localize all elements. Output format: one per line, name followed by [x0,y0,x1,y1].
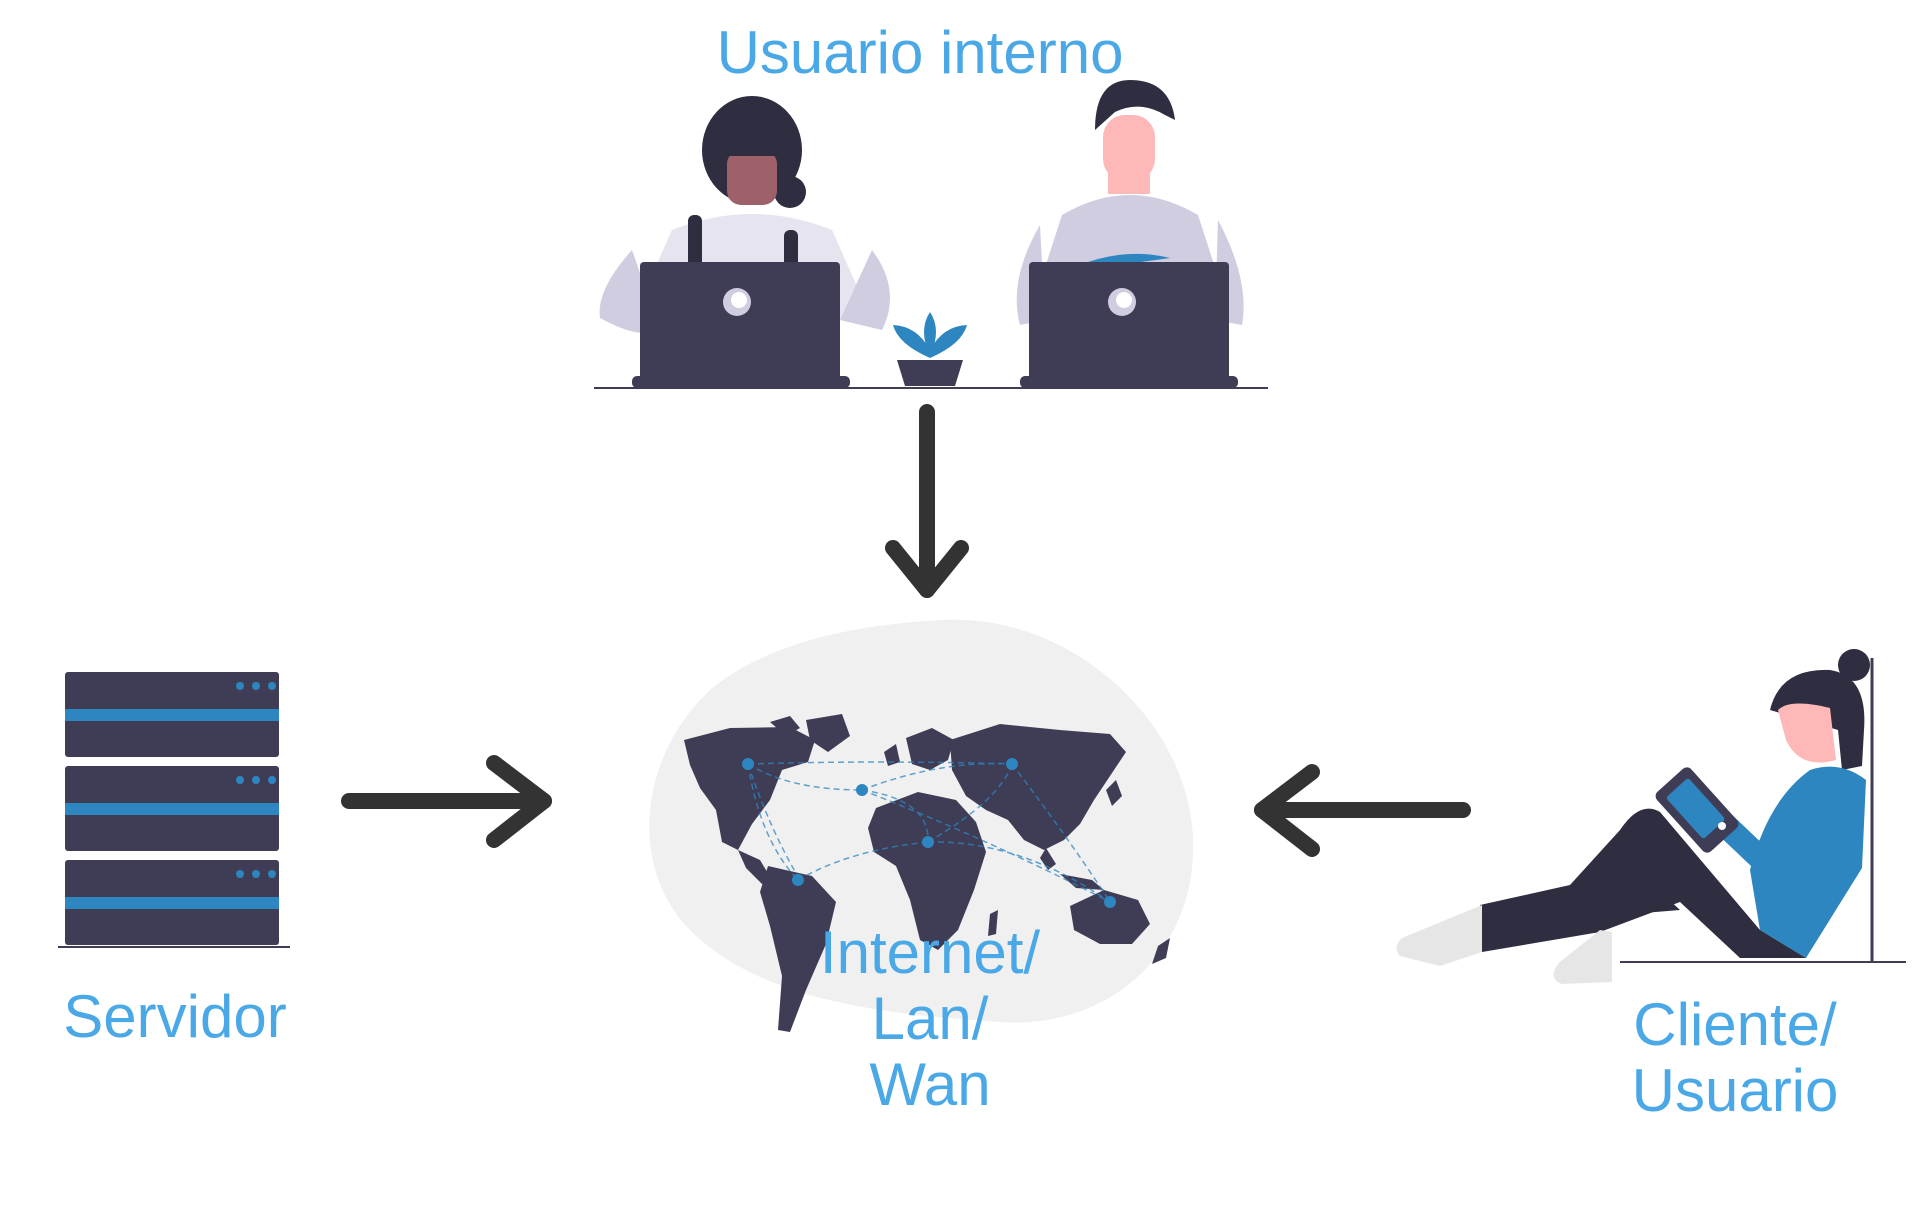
server-label: Servidor [63,983,287,1050]
network-label-line-1: Internet/ [819,919,1041,986]
client-illustration [1396,649,1906,984]
laptop-icon [640,262,840,382]
internal-users-illustration [594,80,1268,389]
network-nodes [742,758,1116,908]
arrow-down-icon [885,404,969,598]
network-label-line-2: Lan/ [871,985,989,1052]
network-links [747,761,1111,903]
client-label-line-1: Cliente/ [1633,991,1837,1058]
arrow-right-icon [341,755,552,848]
woman-with-laptop-icon [599,96,890,388]
network-label-line-3: Wan [869,1051,991,1118]
client-label-line-2: Usuario [1631,1057,1839,1124]
client-label: Cliente/ Usuario [1600,992,1870,1124]
arrow-left-icon [1254,764,1471,857]
server-rack-icon [58,672,290,948]
world-map-icon [684,714,1170,1032]
phone-icon [1655,767,1739,853]
man-with-laptop-icon [1016,80,1244,388]
network-label: Internet/ Lan/ Wan [780,920,1080,1118]
plant-icon [893,312,967,386]
internal-user-label: Usuario interno [716,19,1124,86]
network-globe-illustration [649,619,1194,1032]
laptop-icon [1029,262,1229,382]
